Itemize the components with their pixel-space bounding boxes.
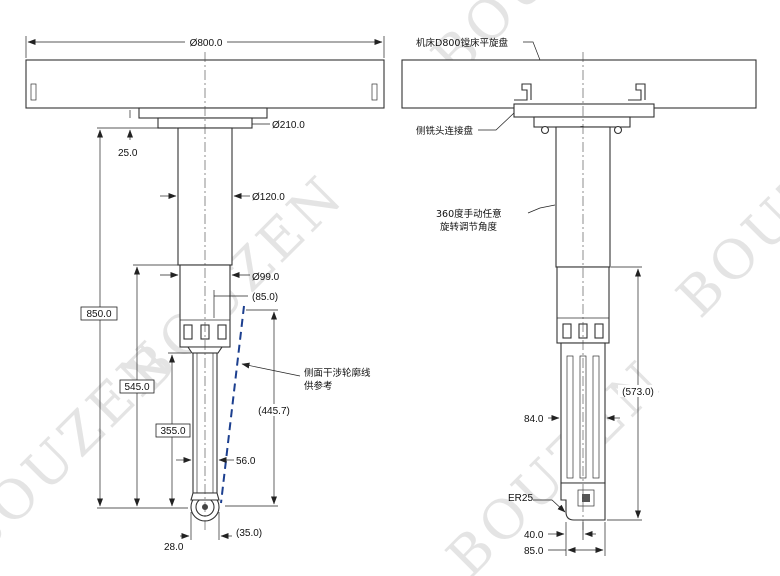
dim-total-height: 850.0 xyxy=(86,309,111,320)
right-clamp-left xyxy=(514,83,532,101)
dim-body-width: 84.0 xyxy=(524,414,544,425)
dim-box xyxy=(119,379,155,394)
dim-flange-thickness: 25.0 xyxy=(118,148,138,159)
right-slot-2 xyxy=(579,355,587,479)
label-rotate-leader xyxy=(527,204,556,214)
label-table-leader xyxy=(523,41,541,61)
right-bolt-3 xyxy=(594,323,604,339)
dim-bg xyxy=(185,36,227,48)
dim-arm-height: 355.0 xyxy=(160,426,185,437)
right-cutter-core xyxy=(582,494,590,502)
watermark-3: BOUZEN xyxy=(665,88,780,330)
watermark-5: BOUZEN xyxy=(0,328,186,570)
label-rotate-line-2: 旋转调节角度 xyxy=(440,221,498,233)
right-adapter-plate xyxy=(513,103,655,118)
dim-column-diameter: Ø120.0 xyxy=(252,192,285,203)
left-bolt-1 xyxy=(183,324,193,340)
right-clamp-right xyxy=(628,83,646,101)
right-bolt-head xyxy=(540,125,550,135)
interference-profile-line xyxy=(220,305,245,504)
dim-table-diameter: Ø800.0 xyxy=(190,38,223,49)
dim-arm-width: 56.0 xyxy=(236,456,256,467)
right-bolt-1 xyxy=(562,323,572,339)
note-line-2: 供参考 xyxy=(304,380,333,392)
right-bolt-head xyxy=(613,125,623,135)
dim-total-width: 85.0 xyxy=(524,546,544,557)
right-flange xyxy=(533,116,631,128)
left-view: Ø800.0 Ø210.0 25.0 Ø120.0 Ø99.0 (85.0) xyxy=(25,36,385,553)
dim-flange-diameter: Ø210.0 xyxy=(272,120,305,131)
dim-bg xyxy=(618,385,658,397)
dim-head-offset: (85.0) xyxy=(252,292,278,303)
dim-box xyxy=(80,306,118,321)
note-leader xyxy=(241,362,301,377)
dim-mid-height: 545.0 xyxy=(124,382,149,393)
dim-bg xyxy=(254,404,294,416)
label-plate: 侧铣头连接盘 xyxy=(416,125,474,137)
dim-box xyxy=(155,423,191,438)
dim-lower-diameter: Ø99.0 xyxy=(252,272,280,283)
right-slot-3 xyxy=(592,355,600,479)
label-corner-radius: ER25 xyxy=(508,493,533,504)
label-plate-leader xyxy=(478,112,515,131)
right-slot-1 xyxy=(566,355,574,479)
dim-tip-offset: (35.0) xyxy=(236,528,262,539)
right-table-plate xyxy=(401,59,757,109)
left-table-slot-l xyxy=(30,83,37,101)
left-adapter-plate xyxy=(138,107,268,119)
dim-profile-length: (445.7) xyxy=(258,406,290,417)
left-cutter-mount xyxy=(190,492,220,501)
left-bolt-3 xyxy=(217,324,227,340)
right-view: 机床D800镗床平旋盘 侧铣头连接盘 360度手动任意 旋转调节角度 xyxy=(401,37,757,557)
er25-leader xyxy=(533,499,566,513)
dim-tip-width: 28.0 xyxy=(164,542,184,553)
right-cutter-detail xyxy=(577,489,595,507)
note-line-1: 侧面干涉轮廓线 xyxy=(304,367,371,379)
label-table: 机床D800镗床平旋盘 xyxy=(416,37,508,49)
dim-tip-width-right: 40.0 xyxy=(524,530,544,541)
label-rotate-line-1: 360度手动任意 xyxy=(436,208,502,220)
left-table-slot-r xyxy=(371,83,378,101)
dim-lower-height: (573.0) xyxy=(622,387,654,398)
watermark-4: BOUZEN xyxy=(435,348,677,576)
